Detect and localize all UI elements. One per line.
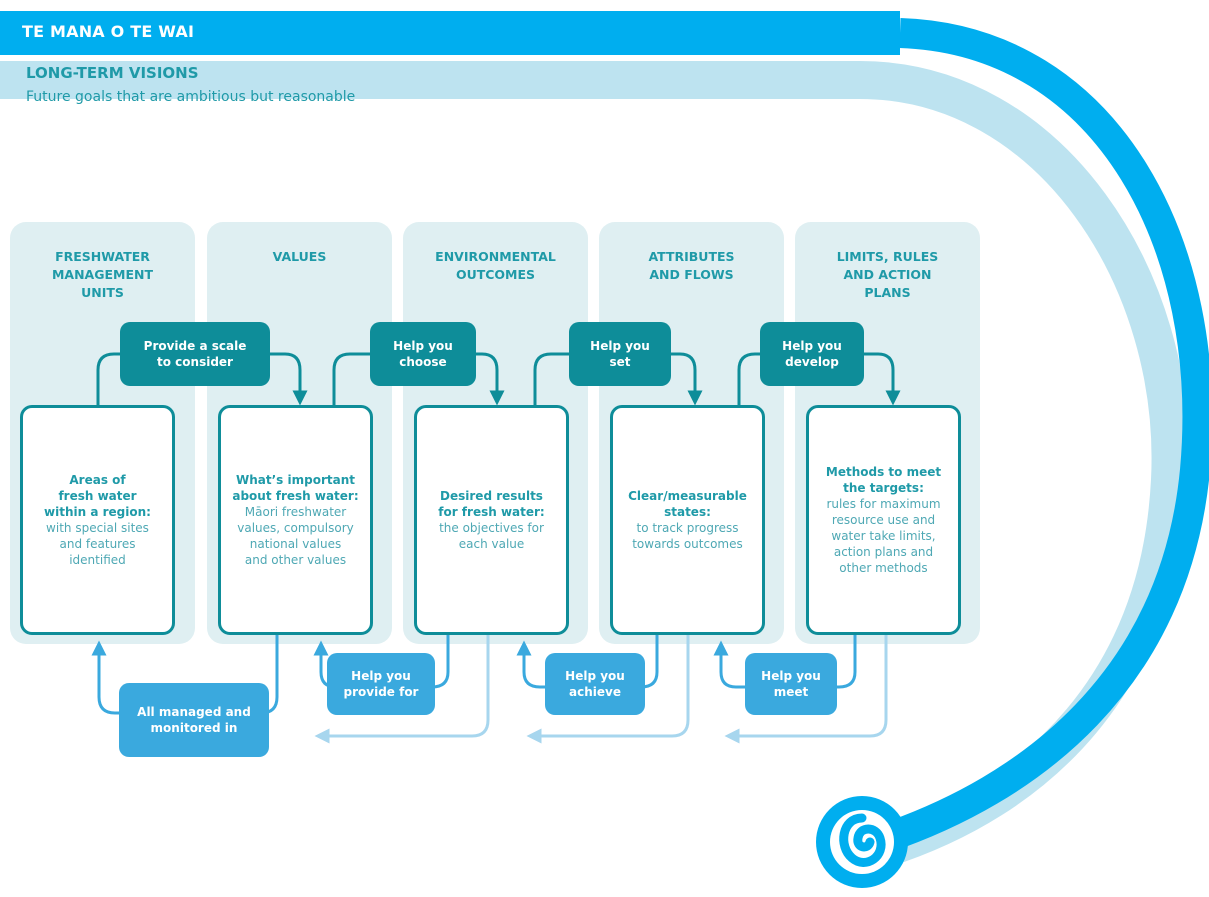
card-environmental-outcomes: Desired results for fresh water: the obj… bbox=[414, 405, 569, 635]
card-values: What’s important about fresh water: Māor… bbox=[218, 405, 373, 635]
outer-stream bbox=[875, 18, 1209, 855]
visions-heading: LONG-TERM VISIONS bbox=[26, 64, 199, 82]
column-heading: VALUES bbox=[272, 249, 327, 264]
page-title: TE MANA O TE WAI bbox=[22, 22, 195, 41]
card-limits-rules: Methods to meet the targets: rules for m… bbox=[806, 405, 961, 635]
card-freshwater-units: Areas of fresh water within a region: wi… bbox=[20, 405, 175, 635]
card-attributes-flows: Clear/measurable states: to track progre… bbox=[610, 405, 765, 635]
visions-subtitle: Future goals that are ambitious but reas… bbox=[26, 89, 356, 105]
